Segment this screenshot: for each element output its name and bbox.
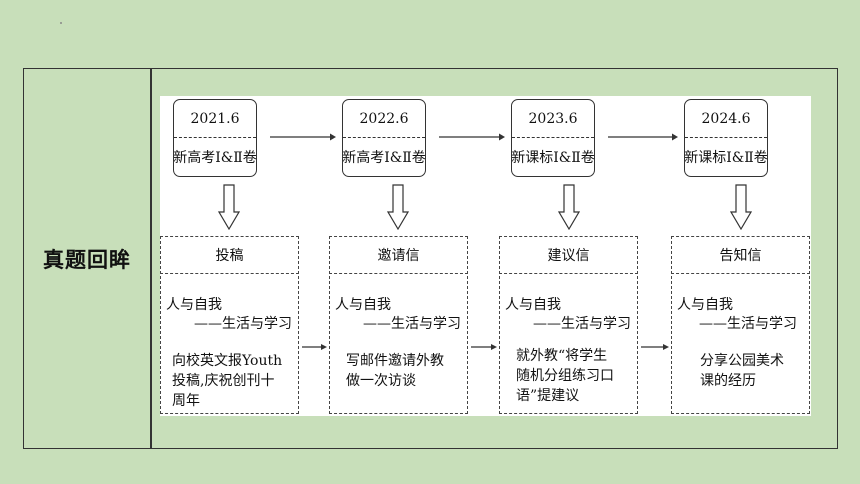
task-column-3 xyxy=(499,236,638,414)
theme-label: 人与自我 xyxy=(505,297,561,313)
genre-label: 投稿 xyxy=(160,236,299,274)
year-box-2021: 2021.6 新高考Ⅰ&Ⅱ卷 xyxy=(173,99,257,177)
paper-label: 新课标Ⅰ&Ⅱ卷 xyxy=(684,150,768,166)
task-line: 写邮件邀请外教 xyxy=(346,353,444,369)
timeline-arrow xyxy=(439,133,505,141)
side-title: 真题回眸 xyxy=(43,247,131,272)
year-label: 2021.6 xyxy=(174,100,256,138)
task-line: 课的经历 xyxy=(700,373,756,389)
timeline-arrow xyxy=(608,133,678,141)
task-line: 投稿,庆祝创刊十 xyxy=(172,373,275,389)
genre-label: 邀请信 xyxy=(329,236,468,274)
subtheme-label: ——生活与学习 xyxy=(194,316,292,332)
down-arrow-icon xyxy=(558,184,580,230)
task-column-2 xyxy=(329,236,468,414)
paper-label: 新课标Ⅰ&Ⅱ卷 xyxy=(511,150,595,166)
task-description: 向校英文报Youth 投稿,庆祝创刊十 周年 xyxy=(172,351,282,411)
year-label: 2024.6 xyxy=(685,100,767,138)
task-line: 周年 xyxy=(172,393,200,409)
theme-label: 人与自我 xyxy=(677,297,733,313)
genre-label: 告知信 xyxy=(671,236,810,274)
frame-divider xyxy=(150,68,152,449)
task-line: 随机分组练习口 xyxy=(516,368,614,384)
year-box-2022: 2022.6 新高考Ⅰ&Ⅱ卷 xyxy=(342,99,426,177)
column-arrow xyxy=(641,344,669,350)
task-description: 写邮件邀请外教 做一次访谈 xyxy=(346,351,444,391)
diagram-panel: 2021.6 新高考Ⅰ&Ⅱ卷 2022.6 新高考Ⅰ&Ⅱ卷 2023.6 新课标… xyxy=(160,96,811,416)
year-box-2023: 2023.6 新课标Ⅰ&Ⅱ卷 xyxy=(511,99,595,177)
task-line: 做一次访谈 xyxy=(346,373,416,389)
task-line: 分享公园美术 xyxy=(700,353,784,369)
task-column-4 xyxy=(671,236,810,414)
timeline-arrow xyxy=(270,133,336,141)
task-description: 分享公园美术 课的经历 xyxy=(700,351,784,391)
decorative-dot xyxy=(60,22,62,24)
down-arrow-icon xyxy=(218,184,240,230)
subtheme-label: ——生活与学习 xyxy=(533,316,631,332)
down-arrow-icon xyxy=(387,184,409,230)
theme-label: 人与自我 xyxy=(166,297,222,313)
subtheme-label: ——生活与学习 xyxy=(363,316,461,332)
subtheme-label: ——生活与学习 xyxy=(699,316,797,332)
task-line: 向校英文报Youth xyxy=(172,353,283,369)
genre-label: 建议信 xyxy=(499,236,638,274)
year-label: 2023.6 xyxy=(512,100,594,138)
paper-label: 新高考Ⅰ&Ⅱ卷 xyxy=(342,150,426,166)
task-description: 就外教“将学生 随机分组练习口 语”提建议 xyxy=(516,346,614,406)
year-box-2024: 2024.6 新课标Ⅰ&Ⅱ卷 xyxy=(684,99,768,177)
task-line: 就外教“将学生 xyxy=(516,348,608,364)
task-column-1 xyxy=(160,236,299,414)
column-arrow xyxy=(471,344,497,350)
theme-label: 人与自我 xyxy=(335,297,391,313)
down-arrow-icon xyxy=(730,184,752,230)
column-arrow xyxy=(302,344,327,350)
task-line: 语”提建议 xyxy=(516,388,580,404)
year-label: 2022.6 xyxy=(343,100,425,138)
paper-label: 新高考Ⅰ&Ⅱ卷 xyxy=(173,150,257,166)
